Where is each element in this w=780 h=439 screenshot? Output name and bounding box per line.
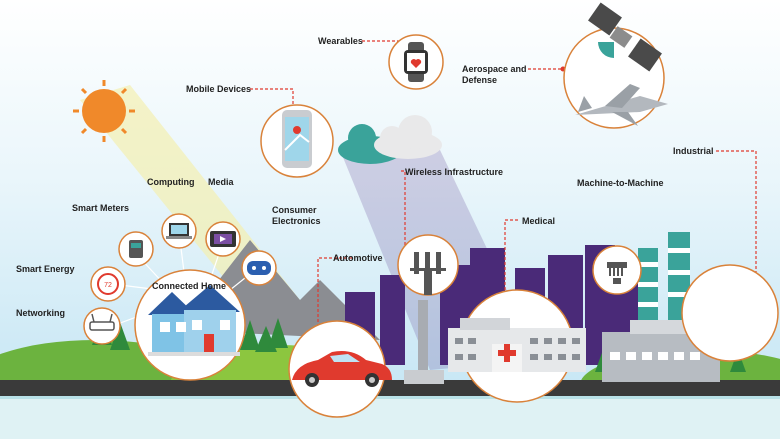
wearables-circle [388,34,444,90]
computing-circle [161,213,197,249]
automotive-circle [288,320,392,418]
label-smart-meters: Smart Meters [72,203,130,213]
label-wearables: Wearables [318,36,363,46]
antenna-icon [410,252,446,295]
label-medical: Medical [522,216,556,226]
aerospace-circle [563,2,668,129]
satellite-icon [588,2,662,72]
media-circle [205,221,241,257]
gamepad-icon [247,261,271,275]
play-icon [220,236,226,242]
label-automotive: Automotive [333,253,383,263]
hospital-icon [448,318,586,372]
water [0,396,780,439]
machine-to-machine-circle [592,245,642,295]
medical-circle [448,289,586,403]
smart-energy-circle: 72 [90,266,126,302]
industrial-circle [681,264,779,362]
networking-circle [83,307,121,345]
smart-meters-circle [118,231,154,267]
sun-icon [73,80,135,142]
consumer-electronics-circle [241,250,277,286]
road [0,380,780,396]
label-connected-home: Connected Home [152,281,227,291]
label-media: Media [208,177,234,187]
door-icon [204,334,214,352]
label-networking: Networking [16,308,66,318]
house-icon [148,285,240,356]
wireless-infrastructure [397,234,459,384]
mobile-devices-circle [260,104,334,178]
label-machine-to-machine: Machine-to-Machine [577,178,664,188]
jet-icon [575,84,668,126]
label-wireless-infrastructure: Wireless Infrastructure [405,167,503,177]
map-pin-icon [293,126,301,134]
thermostat-value: 72 [104,282,112,289]
label-mobile-devices: Mobile Devices [186,84,252,94]
label-computing: Computing [147,177,195,187]
router-icon [89,321,115,331]
robot-arm-icon [607,262,627,284]
label-aerospace: Aerospace and Defense [462,64,527,85]
car-icon [292,351,392,387]
label-industrial: Industrial [673,146,714,156]
cloud-icon [338,115,442,164]
thermostat-icon [97,273,119,295]
heart-icon [410,59,422,68]
label-consumer-electronics: Consumer Electronics [272,205,321,226]
label-smart-energy: Smart Energy [16,264,75,274]
connected-home-circle [134,269,246,381]
